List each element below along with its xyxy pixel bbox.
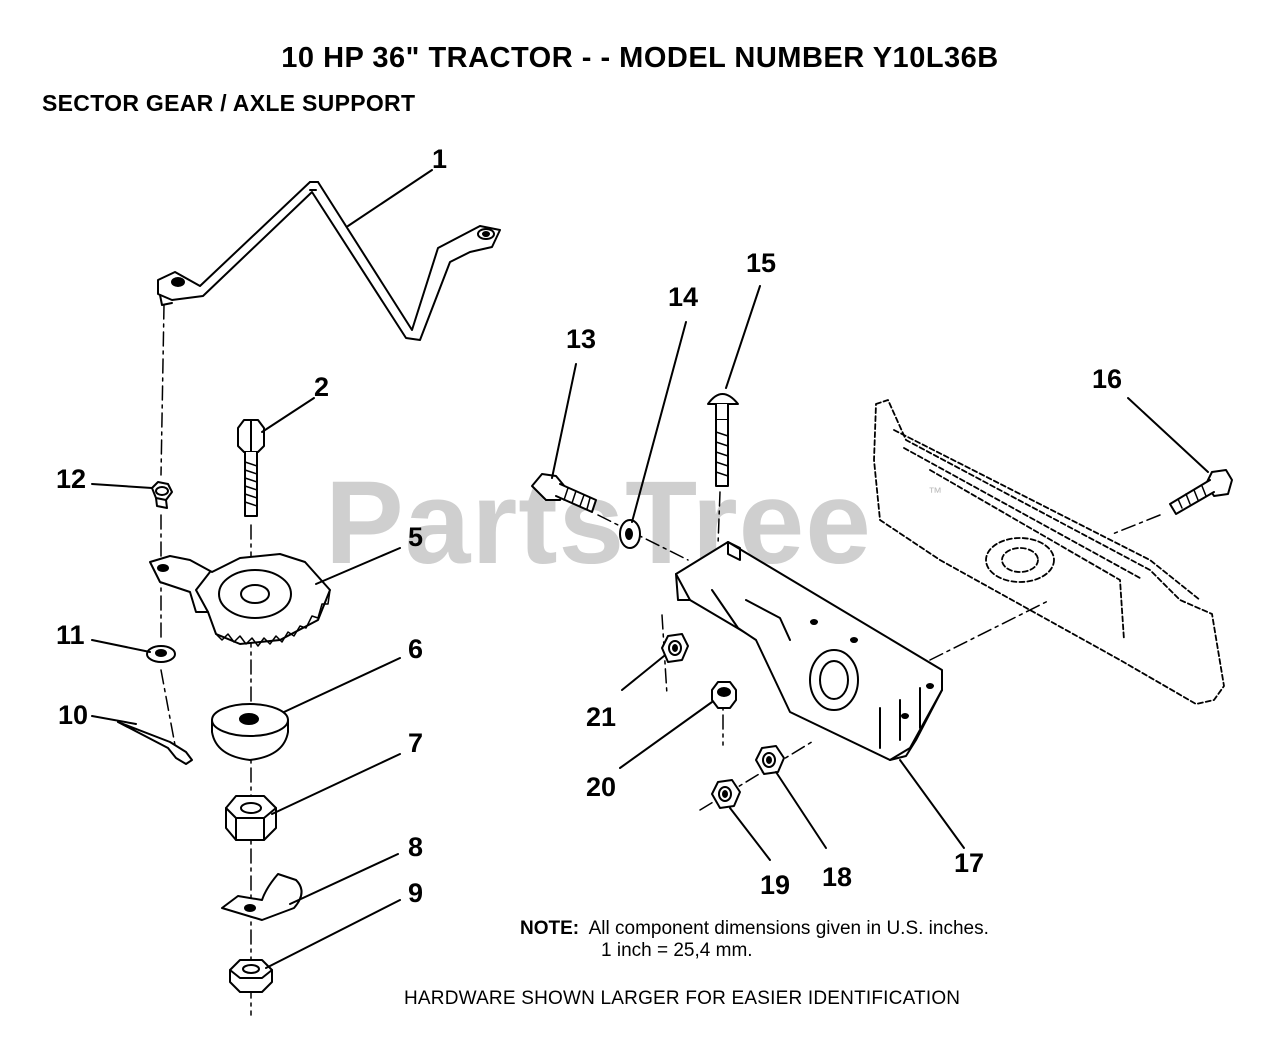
part-15-carriage-bolt[interactable] (707, 393, 739, 487)
watermark: PartsTree (325, 457, 872, 589)
callout-1[interactable]: 1 (432, 144, 448, 174)
callout-17[interactable]: 17 (954, 848, 985, 878)
part-7-hex-nut[interactable] (225, 795, 277, 841)
callout-10[interactable]: 10 (58, 700, 89, 730)
part-8-clip[interactable] (221, 873, 303, 921)
callout-11[interactable]: 11 (56, 620, 85, 650)
callout-15[interactable]: 15 (746, 248, 777, 278)
part-10-cotter-pin[interactable] (117, 721, 193, 765)
note-label: NOTE: (520, 918, 580, 939)
watermark-trademark: ™ (928, 484, 942, 500)
callout-20[interactable]: 20 (586, 772, 617, 802)
part-5-sector-gear[interactable] (149, 553, 331, 647)
callout-19[interactable]: 19 (760, 870, 791, 900)
callout-16[interactable]: 16 (1092, 364, 1123, 394)
dimension-note: NOTE: All component dimensions given in … (520, 918, 989, 962)
part-20-nut[interactable] (711, 681, 737, 709)
callout-2[interactable]: 2 (314, 372, 330, 402)
part-9-hex-nut[interactable] (229, 959, 273, 993)
hardware-footnote: HARDWARE SHOWN LARGER FOR EASIER IDENTIF… (404, 988, 961, 1009)
part-17-axle-support[interactable] (675, 541, 943, 761)
callout-6[interactable]: 6 (408, 634, 424, 664)
part-14-washer[interactable] (619, 519, 641, 549)
part-16-hex-bolt[interactable] (1169, 469, 1233, 515)
callout-7[interactable]: 7 (408, 728, 424, 758)
part-18-nut[interactable] (755, 745, 785, 775)
part-19-nut[interactable] (711, 779, 741, 809)
callout-8[interactable]: 8 (408, 832, 424, 862)
part-2-hex-bolt[interactable] (237, 419, 265, 517)
part-12-locknut[interactable] (151, 481, 173, 509)
part-6-spacer[interactable] (211, 703, 289, 761)
note-line-2: 1 inch = 25,4 mm. (601, 940, 753, 961)
page-title: 10 HP 36" TRACTOR - - MODEL NUMBER Y10L3… (281, 42, 999, 74)
reference-front-axle (873, 399, 1225, 705)
part-1-drag-link[interactable] (157, 181, 501, 341)
callout-13[interactable]: 13 (566, 324, 597, 354)
callout-5[interactable]: 5 (408, 522, 424, 552)
part-21-nut[interactable] (661, 633, 689, 663)
callout-21[interactable]: 21 (586, 702, 617, 732)
section-title: SECTOR GEAR / AXLE SUPPORT (42, 90, 416, 116)
callout-18[interactable]: 18 (822, 862, 853, 892)
leader-lines (91, 169, 1209, 969)
note-line-1: All component dimensions given in U.S. i… (588, 918, 989, 939)
part-13-hex-bolt[interactable] (531, 473, 597, 513)
callout-14[interactable]: 14 (668, 282, 699, 312)
callout-12[interactable]: 12 (56, 464, 87, 494)
callout-9[interactable]: 9 (408, 878, 424, 908)
part-11-washer[interactable] (146, 645, 176, 663)
